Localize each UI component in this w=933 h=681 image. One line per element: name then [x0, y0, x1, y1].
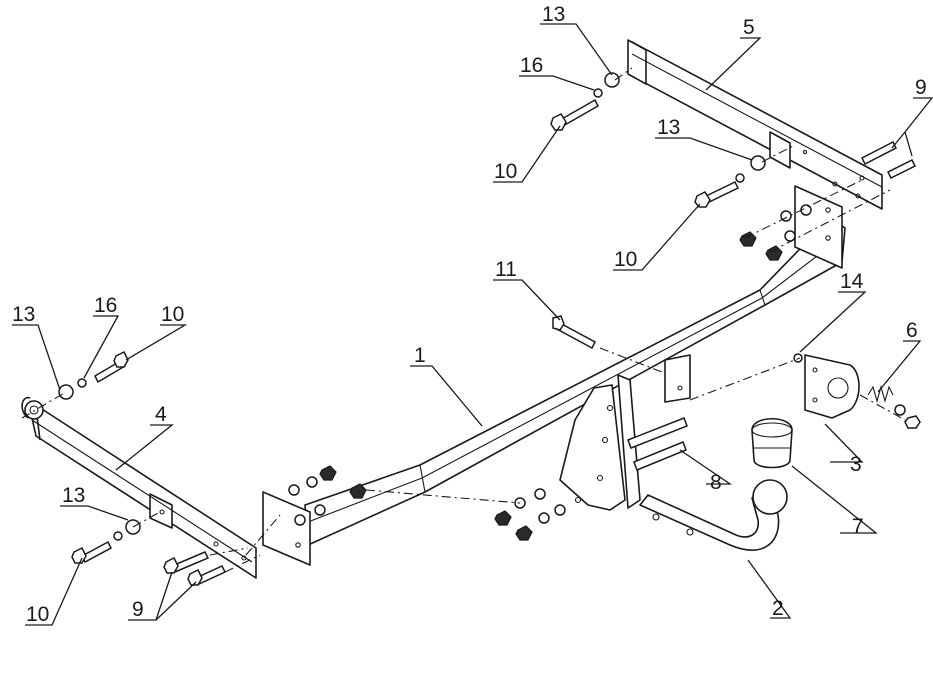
callout-spring: 6 [906, 319, 918, 342]
spring-assembly [867, 384, 921, 429]
assembly-axes [21, 67, 906, 573]
socket-plate [804, 354, 860, 419]
center-mount-bracket [559, 374, 641, 511]
callout-bolt-10-mid: 10 [614, 248, 637, 271]
callout-washer-13-left-top: 13 [12, 303, 35, 326]
callout-ball-cover: 7 [852, 515, 864, 538]
callout-washer-13-mid: 13 [657, 116, 680, 139]
fasteners [58, 72, 917, 586]
ball-neck [639, 479, 788, 551]
callout-bolt-10-top: 10 [494, 160, 517, 183]
callout-washer-13-top: 13 [542, 3, 565, 26]
callout-socket-plate: 3 [850, 453, 862, 476]
callout-bolts-9-right: 9 [915, 76, 927, 99]
callout-labels: 13 16 10 5 13 10 9 11 1 14 6 3 7 8 2 13 … [12, 3, 927, 626]
callout-washer-13-left-bottom: 13 [62, 484, 85, 507]
callout-bolt-8: 8 [710, 471, 722, 494]
callout-bolts-9-left: 9 [132, 598, 144, 621]
right-side-arm [627, 39, 883, 210]
ball-cover [751, 418, 793, 469]
callout-crossbar: 1 [414, 344, 426, 367]
callout-washer-16-top: 16 [520, 54, 543, 77]
crossbar [262, 185, 846, 566]
callout-right-side-arm: 5 [743, 16, 755, 39]
callout-bolt-11: 11 [495, 258, 517, 281]
left-side-arm [21, 396, 257, 579]
callout-washer-14: 14 [840, 270, 864, 293]
callout-left-side-arm: 4 [155, 403, 167, 426]
callout-bolt-10-left-top: 10 [161, 303, 184, 326]
callout-washer-16-left: 16 [94, 294, 117, 317]
callout-bolt-10-left-bottom: 10 [26, 603, 49, 626]
leader-lines [12, 23, 933, 626]
callout-ball-neck: 2 [772, 597, 784, 620]
